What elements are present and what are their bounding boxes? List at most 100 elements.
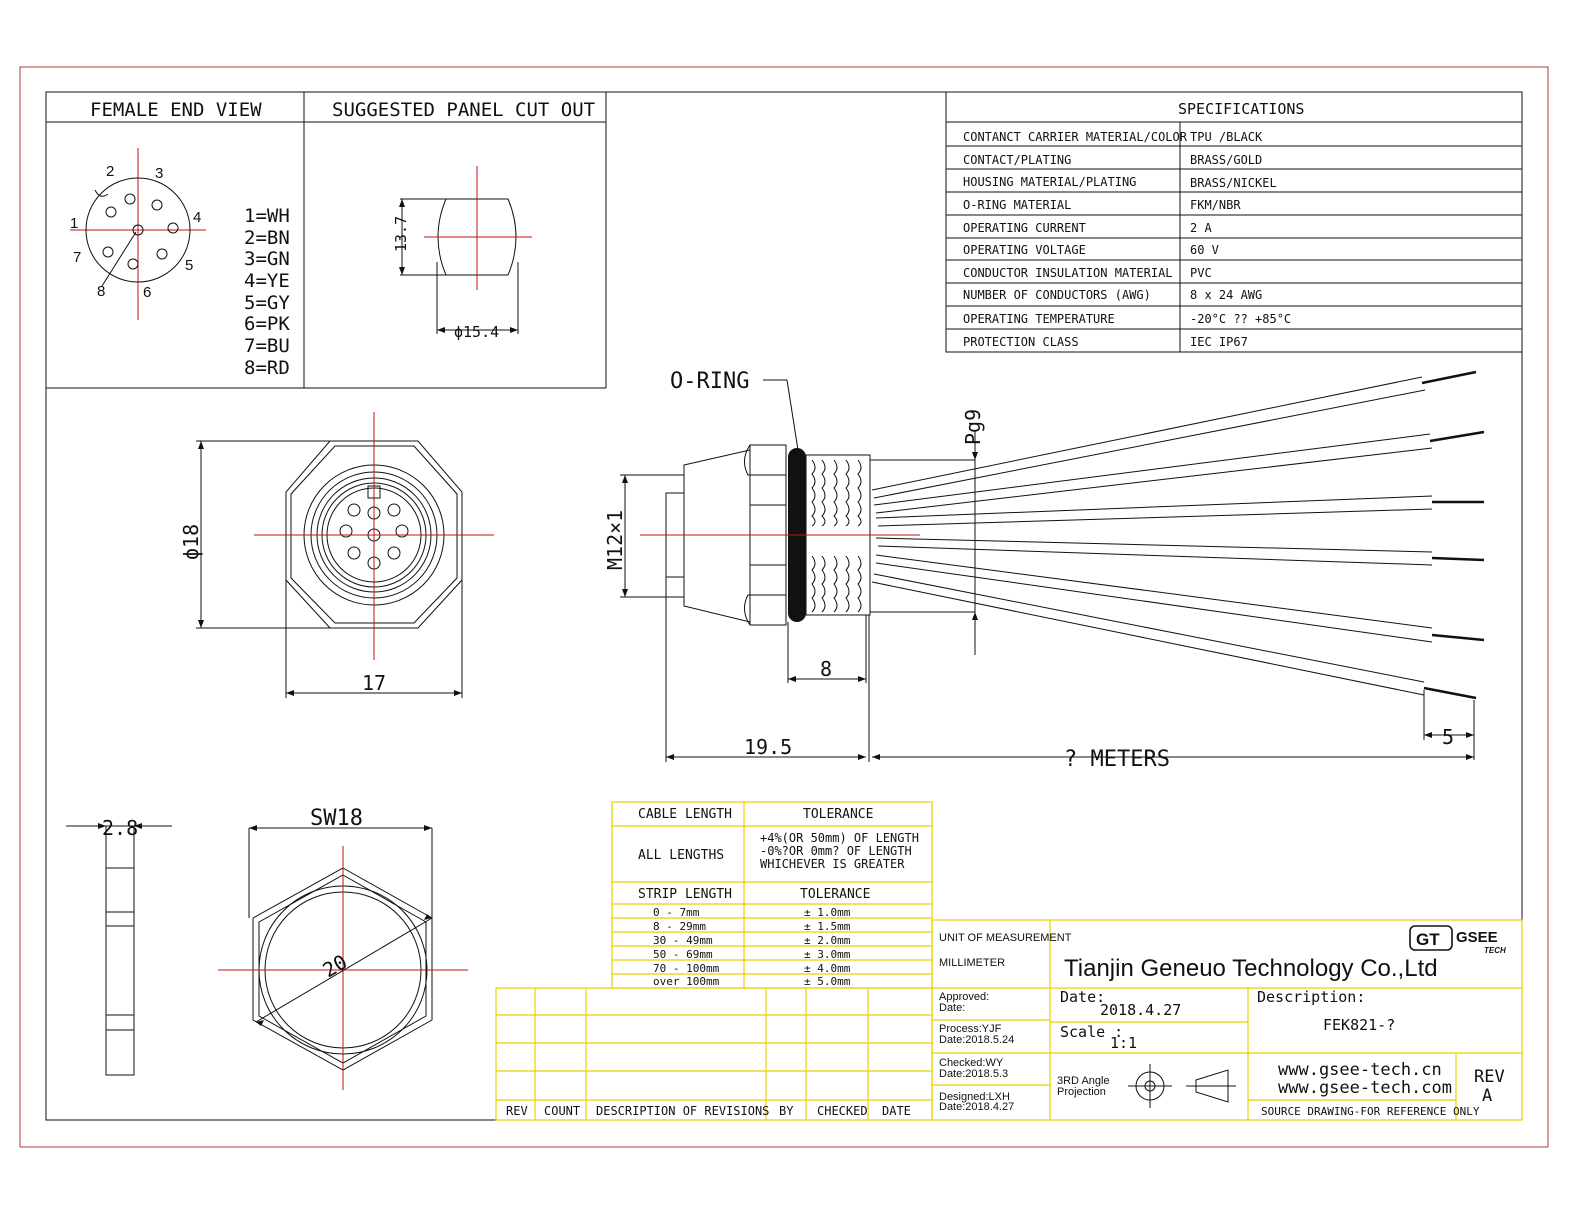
rev-value: A [1482, 1086, 1492, 1106]
wire-color: 8=RD [244, 357, 290, 379]
wire-color: 6=PK [244, 313, 290, 335]
pin-number: 6 [143, 284, 151, 301]
connector-side-view: O-RING [603, 369, 1485, 772]
strip-range: over 100mm [653, 975, 720, 988]
source-note: SOURCE DRAWING-FOR REFERENCE ONLY [1261, 1105, 1480, 1118]
company-name: Tianjin Geneuo Technology Co.,Ltd [1064, 955, 1438, 982]
revision-header: BY [779, 1104, 794, 1118]
spec-value: FKM/NBR [1190, 198, 1241, 212]
spec-value: PVC [1190, 266, 1212, 280]
pg9-dimension: Pg9 [961, 409, 985, 445]
description-value: FEK821-? [1323, 1016, 1395, 1034]
wire-color: 2=BN [244, 227, 290, 249]
revision-header: CHECKED [817, 1104, 868, 1118]
spec-value: BRASS/GOLD [1190, 153, 1262, 167]
connector-front-view: ϕ18 17 [179, 412, 494, 698]
all-lengths-label: ALL LENGTHS [638, 848, 724, 863]
panel-cut-out-diagram: 13.7 ϕ15.4 [392, 166, 532, 341]
spec-value: 8 x 24 AWG [1190, 288, 1262, 302]
m12-dimension: M12×1 [603, 510, 627, 570]
all-lengths-tolerance: -0%?OR 0mm? OF LENGTH [760, 844, 912, 858]
wire-color: 5=GY [244, 292, 290, 314]
logo-text: GSEE [1456, 929, 1498, 946]
pin-number: 1 [70, 215, 78, 232]
spec-value: -20°C ?? +85°C [1190, 312, 1291, 326]
d5-dimension: 5 [1442, 725, 1454, 749]
strip-range: 8 - 29mm [653, 920, 706, 933]
strip-tolerance: ± 2.0mm [804, 934, 851, 947]
sw18-dimension: SW18 [310, 806, 363, 831]
spec-label: OPERATING CURRENT [963, 221, 1086, 235]
cut-diameter-dimension: ϕ15.4 [454, 323, 499, 341]
d19-5-dimension: 19.5 [744, 735, 792, 759]
spec-value: IEC IP67 [1190, 335, 1248, 349]
spec-label: CONTANCT CARRIER MATERIAL/COLOR [963, 130, 1188, 144]
website-cn: www.gsee-tech.cn [1278, 1060, 1442, 1080]
wire-color-legend: 1=WH 2=BN 3=GN 4=YE 5=GY 6=PK 7=BU 8=RD [244, 205, 290, 379]
strip-tolerance-header: TOLERANCE [800, 887, 870, 902]
revision-header: DESCRIPTION OF REVISIONS [596, 1104, 769, 1118]
specifications-title: SPECIFICATIONS [1178, 100, 1304, 118]
nut-side-view: 2.8 [66, 816, 172, 1076]
spec-value: 2 A [1190, 221, 1212, 235]
wire-color: 4=YE [244, 270, 290, 292]
process-date: Date:2018.5.24 [939, 1034, 1014, 1046]
wires [871, 370, 1485, 700]
projection-label: 3RD Angle [1057, 1075, 1110, 1087]
strip-tolerance: ± 1.5mm [804, 920, 851, 933]
panel-cut-out-title: SUGGESTED PANEL CUT OUT [332, 99, 595, 121]
wire-color: 3=GN [244, 248, 290, 270]
specifications-table: SPECIFICATIONS CONTANCT CARRIER MATERIAL… [945, 91, 1523, 353]
cut-height-dimension: 13.7 [392, 216, 410, 252]
spec-label: OPERATING TEMPERATURE [963, 312, 1115, 326]
spec-label: PROTECTION CLASS [963, 335, 1079, 349]
tolerance-header: TOLERANCE [803, 807, 873, 822]
unit-value: MILLIMETER [939, 957, 1005, 969]
spec-label: CONTACT/PLATING [963, 153, 1071, 167]
strip-tolerance: ± 1.0mm [804, 906, 851, 919]
pin-number: 4 [193, 209, 201, 226]
date-label: Date: [1060, 988, 1105, 1006]
d20-dimension: 20 [319, 949, 352, 982]
strip-range: 70 - 100mm [653, 962, 720, 975]
strip-range: 50 - 69mm [653, 948, 713, 961]
projection-label: Projection [1057, 1086, 1106, 1098]
spec-label: CONDUCTOR INSULATION MATERIAL [963, 266, 1173, 280]
strip-range: 0 - 7mm [653, 906, 700, 919]
meters-dimension: ? METERS [1064, 747, 1170, 772]
d2-8-dimension: 2.8 [102, 816, 138, 840]
spec-value: 60 V [1190, 243, 1219, 257]
spec-value: TPU /BLACK [1190, 130, 1263, 144]
revision-header: COUNT [544, 1104, 580, 1118]
d8-dimension: 8 [820, 657, 832, 681]
rev-label: REV [1474, 1067, 1505, 1087]
scale-label: Scale : [1060, 1023, 1123, 1041]
all-lengths-tolerance: WHICHEVER IS GREATER [760, 857, 905, 871]
title-block: UNIT OF MEASUREMENT MILLIMETER Tianjin G… [931, 919, 1523, 1121]
logo-sub: TECH [1484, 946, 1506, 955]
pin-number: 7 [73, 249, 81, 266]
wire-color: 7=BU [244, 335, 290, 357]
all-lengths-tolerance: +4%(OR 50mm) OF LENGTH [760, 831, 919, 845]
outer-border [19, 66, 1549, 1148]
scale-value: 1:1 [1110, 1034, 1137, 1052]
designed-label: Designed:LXH [939, 1091, 1010, 1103]
pin-number: 5 [185, 257, 193, 274]
spec-label: NUMBER OF CONDUCTORS (AWG) [963, 288, 1151, 302]
gsee-logo: GT GSEE TECH [1409, 925, 1506, 955]
nut-front-view: 20 SW18 [218, 806, 468, 1090]
designed-date: Date:2018.4.27 [939, 1101, 1014, 1113]
unit-label: UNIT OF MEASUREMENT [939, 932, 1072, 944]
strip-length-header: STRIP LENGTH [638, 887, 732, 902]
strip-tolerance: ± 3.0mm [804, 948, 851, 961]
pin-number: 2 [106, 163, 114, 180]
wire-color: 1=WH [244, 205, 290, 227]
revision-header: DATE [882, 1104, 911, 1118]
approved-label: Approved: [939, 991, 989, 1003]
process-label: Process:YJF [939, 1023, 1002, 1035]
strip-range: 30 - 49mm [653, 934, 713, 947]
pin-number: 3 [155, 165, 163, 182]
logo-mark: GT [1416, 930, 1440, 949]
cable-length-header: CABLE LENGTH [638, 807, 732, 822]
